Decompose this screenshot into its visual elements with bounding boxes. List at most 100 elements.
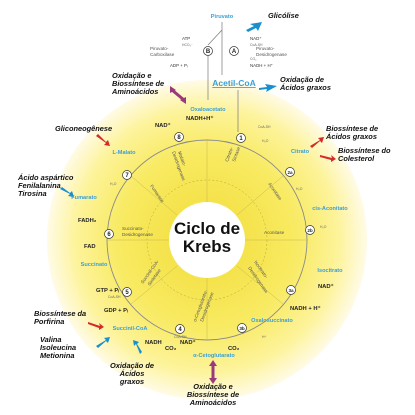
label-amino-top-left-3: Aminoácidos bbox=[111, 87, 158, 96]
cofactor-fadh2: FADH₂ bbox=[78, 218, 97, 224]
metabolite-isocitrato: Isocitrato bbox=[317, 268, 343, 274]
label-valina-2: Isoleucina bbox=[40, 343, 76, 352]
arrow-out-icon bbox=[320, 155, 336, 162]
step-label-2a: 2a bbox=[287, 170, 293, 175]
cofactor-coash-bottom: CoA-SH bbox=[174, 335, 187, 339]
cofactor-h2o-step2b: H₂O bbox=[320, 225, 327, 229]
metabolite-cetoglutarato: α-Cetoglutarato bbox=[193, 353, 235, 359]
enzyme-succinato-desidrogenase-1: Succinato- bbox=[122, 226, 144, 231]
metabolite-succinil-coa: Succinil-CoA bbox=[113, 326, 148, 332]
enzyme-citrato-sintase-2: Sintase bbox=[231, 146, 241, 163]
label-porfirina-1: Biossíntese da bbox=[34, 309, 86, 318]
label-amino-top-left-2: Biossíntese de bbox=[112, 79, 164, 88]
metabolite-oxaloacetato: Oxaloacetato bbox=[190, 107, 226, 113]
cofactor-nadh-h-right: NADH + H⁺ bbox=[290, 305, 321, 312]
step-circle-7 bbox=[122, 170, 132, 180]
cofactor-nad-top: NAD⁺ bbox=[250, 36, 262, 41]
label-glicolise: Glicólise bbox=[268, 11, 299, 20]
stage-dividers bbox=[107, 140, 307, 340]
arrow-in-icon bbox=[259, 84, 277, 92]
step-circle-1 bbox=[236, 133, 246, 143]
label-biossintese-colesterol-1: Biossíntese do bbox=[338, 146, 391, 155]
step-label-2b: 2b bbox=[307, 228, 313, 233]
cofactor-h2o-step2a: H₂O bbox=[296, 187, 303, 191]
metabolite-piruvato: Piruvato bbox=[211, 14, 234, 20]
enzyme-succinato-desidrogenase-2: Desidrogenase bbox=[122, 232, 153, 237]
cofactor-coash-step1: CoA-SH bbox=[258, 125, 271, 129]
step-circle-5 bbox=[122, 287, 132, 297]
cycle-title-line2: Krebs bbox=[183, 237, 231, 256]
step-circle-6 bbox=[104, 229, 114, 239]
enzyme-citrato-sintase-1: Citrato- bbox=[224, 146, 234, 162]
cofactor-nad-bottom: NAD⁺ bbox=[180, 339, 196, 346]
label-valina-1: Valina bbox=[40, 335, 62, 344]
step-circle-2a bbox=[285, 167, 295, 177]
enzyme-piruvato-desidrogenase-1: Piruvato- bbox=[256, 46, 275, 51]
label-amino-bottom-3: Aminoácidos bbox=[189, 398, 236, 407]
cofactor-fad: FAD bbox=[84, 244, 96, 250]
enzyme-malato-desidrogenase-1: Malato- bbox=[177, 151, 187, 168]
step-circle-2b bbox=[305, 225, 315, 235]
label-oxid-graxos-right-2: Ácidos graxos bbox=[279, 83, 331, 92]
step-label-8: 8 bbox=[177, 135, 181, 141]
arrow-in-icon bbox=[246, 22, 262, 32]
piruvato-left-line bbox=[207, 29, 223, 46]
enzyme-aconitase-2: Aconitase bbox=[264, 230, 285, 235]
step-label-1: 1 bbox=[239, 136, 243, 142]
step-circle-4 bbox=[175, 324, 185, 334]
bidirectional-arrow-icon bbox=[170, 86, 186, 104]
metabolite-l-malato: L-Malato bbox=[113, 150, 137, 156]
cofactor-co2-top: CO₂ bbox=[250, 57, 257, 61]
label-biossintese-graxos-1: Biossíntese de bbox=[326, 124, 378, 133]
cofactor-gtp-pi: GTP + Pᵢ bbox=[96, 288, 119, 294]
arrow-out-icon bbox=[96, 134, 110, 146]
label-biossintese-graxos-2: Ácidos graxos bbox=[325, 132, 377, 141]
metabolite-citrato: Citrato bbox=[291, 149, 310, 155]
label-amino-top-left-1: Oxidação e bbox=[112, 71, 151, 80]
cofactor-coash-top: CoA-SH bbox=[250, 43, 263, 47]
cycle-center bbox=[169, 202, 245, 278]
label-oxid-graxos-bottom-3: graxos bbox=[119, 377, 144, 386]
step-label-6: 6 bbox=[107, 232, 111, 238]
step-label-b: B bbox=[206, 49, 211, 55]
cofactor-hco3-top: HCO₃⁻ bbox=[182, 43, 193, 47]
step-circle-3b bbox=[237, 323, 247, 333]
step-label-3b: 3b bbox=[239, 326, 245, 331]
enzyme-piruvato-carboxilase-2: Carboxilase bbox=[150, 52, 175, 57]
cofactor-nad-right: NAD⁺ bbox=[318, 283, 334, 290]
step-label-a: A bbox=[232, 49, 237, 55]
enzyme-piruvato-carboxilase-1: Piruvato- bbox=[150, 46, 169, 51]
arrow-out-icon bbox=[88, 322, 104, 330]
arrow-out-icon bbox=[310, 137, 324, 148]
step-circle-8 bbox=[174, 132, 184, 142]
arrow-in-icon bbox=[96, 337, 110, 348]
metabolite-fumarato: Fumarato bbox=[71, 195, 97, 201]
label-porfirina-2: Porfirina bbox=[34, 317, 64, 326]
step-label-7: 7 bbox=[125, 173, 129, 179]
cofactor-coash-step5: CoA-SH bbox=[108, 295, 121, 299]
label-oxid-graxos-bottom-2: Ácidos bbox=[119, 369, 145, 378]
cofactor-h2o-step7: H₂O bbox=[110, 182, 117, 186]
label-valina-3: Metionina bbox=[40, 351, 75, 360]
arrow-in-icon bbox=[60, 187, 74, 197]
metabolite-oxalosuccinato: Oxalosuccinato bbox=[251, 318, 293, 324]
cofactor-h-plus: H⁺ bbox=[262, 335, 266, 339]
metabolite-succinato: Succinato bbox=[81, 262, 108, 268]
cofactor-nadh-bottom: NADH bbox=[145, 340, 162, 346]
step-circle-3a bbox=[286, 285, 296, 295]
cofactor-atp-top: ATP bbox=[182, 36, 190, 41]
step-circle-a bbox=[229, 46, 239, 56]
bidirectional-arrow-icon bbox=[209, 360, 217, 384]
label-amino-bottom-2: Biossíntese de bbox=[187, 390, 239, 399]
label-oxid-graxos-right-1: Oxidação de bbox=[280, 75, 324, 84]
label-aminoacidos-left-1: Ácido aspártico bbox=[17, 173, 74, 182]
cycle-title-line1: Ciclo de bbox=[174, 219, 240, 238]
metabolite-cis-aconitato: cis-Aconitato bbox=[312, 206, 348, 212]
label-oxid-graxos-bottom-1: Oxidação de bbox=[110, 361, 154, 370]
cofactor-h2o-step1: H₂O bbox=[262, 139, 269, 143]
enzyme-piruvato-desidrogenase-2: Desidrogenase bbox=[256, 52, 287, 57]
label-aminoacidos-left-2: Fenilalanina bbox=[18, 181, 61, 190]
step-label-5: 5 bbox=[125, 290, 129, 296]
